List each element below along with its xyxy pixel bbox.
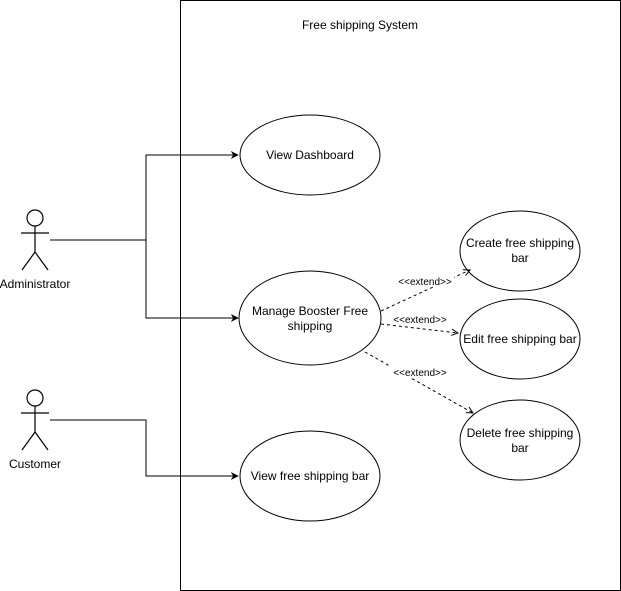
association-admin-manage xyxy=(145,240,239,322)
customer-right-leg xyxy=(34,431,49,451)
view-dashboard-ellipse xyxy=(239,114,381,196)
customer-left-leg xyxy=(21,431,36,451)
extend-arrow-create xyxy=(380,270,470,312)
administrator-label: Administrator xyxy=(0,277,70,291)
edit-bar-label: Edit free shipping bar xyxy=(463,332,576,346)
create-bar-ellipse xyxy=(459,210,581,292)
extend-label-delete-bg xyxy=(391,366,449,378)
manage-booster-label-line1: Manage Booster Free xyxy=(252,304,368,318)
use-case-edit-bar[interactable]: Edit free shipping bar xyxy=(459,298,581,380)
extend-arrow-delete xyxy=(364,351,473,413)
create-bar-label-line1: Create free shipping xyxy=(466,236,574,250)
customer-head xyxy=(26,389,44,407)
view-bar-ellipse xyxy=(239,430,381,522)
create-bar-label-line2: bar xyxy=(511,251,528,265)
extend-label-delete: <<extend>> xyxy=(393,368,447,379)
delete-bar-label-line2: bar xyxy=(511,441,528,455)
administrator-right-leg xyxy=(34,251,49,271)
extend-arrow-edit xyxy=(380,323,458,333)
view-dashboard-label: View Dashboard xyxy=(266,148,354,162)
use-case-delete-bar[interactable]: Delete free shipping bar xyxy=(459,399,581,481)
administrator-head xyxy=(26,209,44,227)
extend-label-edit-bg xyxy=(391,313,449,325)
extend-label-edit: <<extend>> xyxy=(393,315,447,326)
administrator-left-leg xyxy=(21,251,36,271)
actor-customer[interactable]: Customer xyxy=(9,389,61,471)
delete-bar-ellipse xyxy=(459,399,581,481)
extend-label-create: <<extend>> xyxy=(398,277,452,288)
use-case-view-bar[interactable]: View free shipping bar xyxy=(239,430,381,522)
manage-booster-ellipse xyxy=(238,270,382,366)
view-bar-label: View free shipping bar xyxy=(251,469,370,483)
use-case-create-bar[interactable]: Create free shipping bar xyxy=(459,210,581,292)
customer-label: Customer xyxy=(9,457,61,471)
actor-administrator[interactable]: Administrator xyxy=(0,209,70,291)
use-case-manage-booster[interactable]: Manage Booster Free shipping xyxy=(238,270,382,366)
delete-bar-label-line1: Delete free shipping xyxy=(467,426,574,440)
system-title: Free shipping System xyxy=(302,18,418,32)
extend-label-create-bg xyxy=(396,275,454,287)
system-boundary xyxy=(180,0,621,591)
manage-booster-label-line2: shipping xyxy=(288,319,333,333)
use-case-view-dashboard[interactable]: View Dashboard xyxy=(239,114,381,196)
association-customer-viewbar xyxy=(50,419,239,480)
edit-bar-ellipse xyxy=(459,298,581,380)
association-admin-dashboard xyxy=(50,151,239,241)
